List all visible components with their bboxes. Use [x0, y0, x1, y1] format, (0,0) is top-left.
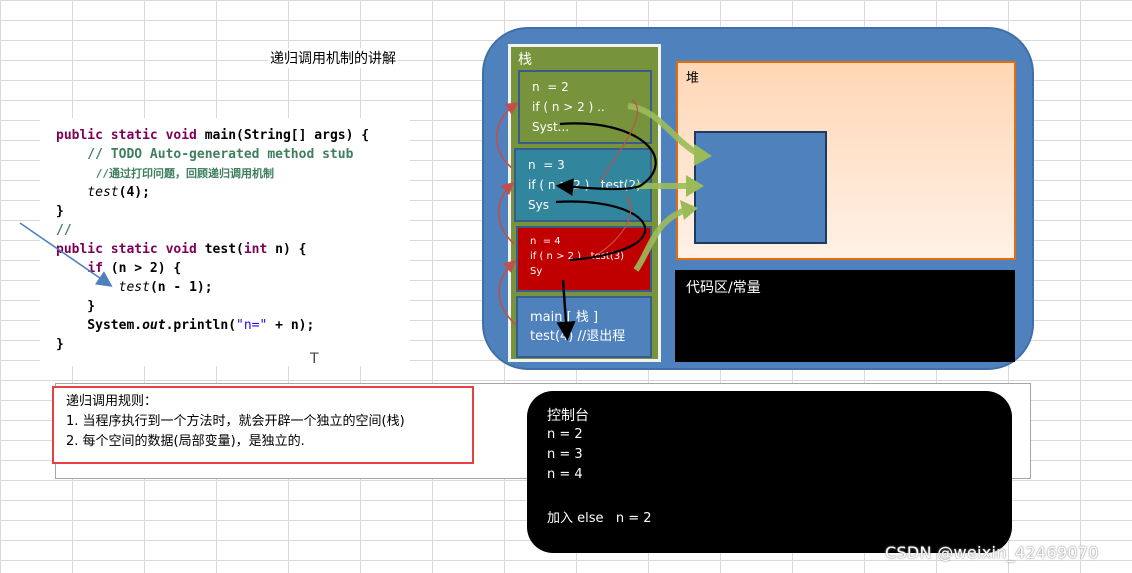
console-title: 控制台: [547, 408, 589, 424]
green-arrow-3: [633, 207, 688, 272]
code-line-1: public static void main(String[] args) {: [56, 128, 370, 143]
black-arrow-3: [556, 279, 576, 341]
frame-text: main [ 栈 ]: [530, 310, 599, 325]
console-panel: 控制台 n = 2 n = 3 n = 4 加入 else n = 2: [527, 391, 1012, 553]
frame-text: n = 2: [532, 80, 569, 94]
code-constant-area: [675, 270, 1015, 362]
frame-text: Sys: [528, 198, 549, 212]
red-arrow-1: [498, 259, 517, 326]
recursion-rules-box: 递归调用规则： 1. 当程序执行到一个方法时，就会开辟一个独立的空间(栈) 2.…: [52, 386, 474, 464]
code-line-2: // TODO Auto-generated method stub: [56, 147, 354, 162]
frame-text: Syst...: [532, 120, 570, 134]
black-arrow-1: [555, 122, 657, 196]
page-title: 递归调用机制的讲解: [268, 48, 398, 68]
code-line-3: //通过打印问题，回顾递归调用机制: [56, 167, 274, 180]
stack-frame-n2: n = 2 if ( n > 2 ) .. Syst...: [518, 70, 652, 144]
frame-text: Sy: [530, 266, 543, 277]
green-arrowhead-1: [694, 144, 712, 166]
red-arrow-2: [498, 181, 515, 245]
frame-text: n = 3: [528, 158, 565, 172]
code-line-11: System.out.println("n=" + n);: [56, 318, 315, 333]
rule-item: 1. 当程序执行到一个方法时，就会开辟一个独立的空间(栈): [66, 414, 405, 429]
blue-pointer-arrow: [19, 222, 113, 287]
green-arrowhead-3: [680, 200, 698, 220]
console-line: n = 4: [547, 467, 583, 482]
frame-text: if ( n > 2 ) ..: [532, 100, 605, 114]
black-arrow-2: [555, 200, 647, 262]
green-arrow-1: [627, 103, 702, 158]
heap-object: [694, 131, 827, 244]
code-line-12: }: [56, 337, 64, 352]
code-line-9: test(n - 1);: [118, 280, 213, 295]
rule-item: 2. 每个空间的数据(局部变量)，是独立的.: [66, 434, 305, 449]
green-arrowhead-2: [686, 175, 704, 197]
red-arrow-4: [599, 99, 639, 183]
watermark: CSDN @weixin_42469070: [885, 543, 1099, 562]
console-line: 加入 else n = 2: [547, 511, 652, 526]
code-line-10: }: [56, 299, 96, 314]
console-line: n = 2: [547, 427, 583, 442]
red-arrow-5: [597, 195, 632, 255]
console-line: n = 3: [547, 447, 583, 462]
code-line-5: }: [56, 204, 64, 219]
code-line-6: //: [56, 223, 72, 238]
red-arrow-3: [495, 102, 519, 169]
code-line-4: test(4);: [87, 185, 150, 200]
code-area-label: 代码区/常量: [686, 280, 761, 296]
text-cursor-icon: T: [310, 351, 319, 367]
code-panel: public static void main(String[] args) {…: [40, 118, 410, 366]
rules-heading: 递归调用规则：: [66, 394, 158, 409]
heap-label: 堆: [686, 71, 700, 86]
frame-text: if ( n > 2 ) ..test(3): [530, 251, 624, 262]
code-line-7: public static void test(int n) {: [56, 242, 307, 257]
frame-text: n = 4: [530, 236, 561, 247]
stack-label: 栈: [518, 52, 532, 68]
